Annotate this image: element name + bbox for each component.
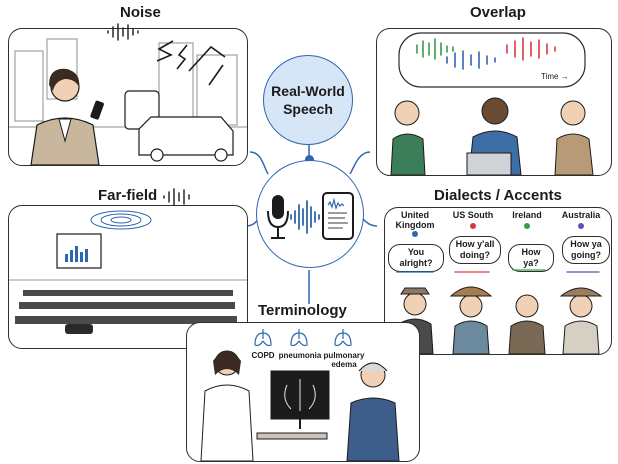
noise-panel	[8, 28, 248, 166]
tablet-icon	[322, 192, 354, 240]
region-pins	[412, 223, 584, 237]
region-label: Ireland	[512, 210, 542, 220]
phrase-bubble: You alright?	[388, 244, 444, 272]
speech-device-circle	[256, 160, 364, 268]
three-speakers	[390, 97, 594, 175]
terminology-title: Terminology	[258, 302, 347, 319]
overlap-title: Overlap	[470, 4, 526, 21]
region-label: US South	[452, 210, 494, 220]
farfield-title: Far-field	[98, 187, 158, 204]
audience-rows	[15, 290, 237, 324]
lung-icon	[254, 329, 352, 347]
waveform-icon	[107, 23, 139, 41]
center-title-line2: Speech	[283, 101, 333, 117]
woman-on-phone	[30, 68, 104, 165]
center-top-dot	[305, 155, 314, 164]
overlap-panel: Time →	[376, 28, 612, 176]
phrase-bubble: How ya?	[508, 244, 554, 272]
waveform-icon	[290, 200, 320, 234]
term-label: pneumonia	[278, 351, 322, 360]
microphone-icon	[267, 195, 289, 239]
time-label: Time →	[541, 72, 569, 81]
noise-title: Noise	[120, 4, 161, 21]
real-world-speech-circle: Real-World Speech	[263, 55, 353, 145]
center-title-line1: Real-World	[271, 83, 345, 99]
four-speakers	[396, 286, 603, 354]
doctor	[200, 350, 254, 461]
dialects-title: Dialects / Accents	[434, 187, 562, 204]
term-label: COPD	[251, 351, 275, 360]
patient	[346, 362, 400, 461]
waveform-icon	[163, 188, 190, 206]
region-label: Australia	[561, 210, 601, 220]
